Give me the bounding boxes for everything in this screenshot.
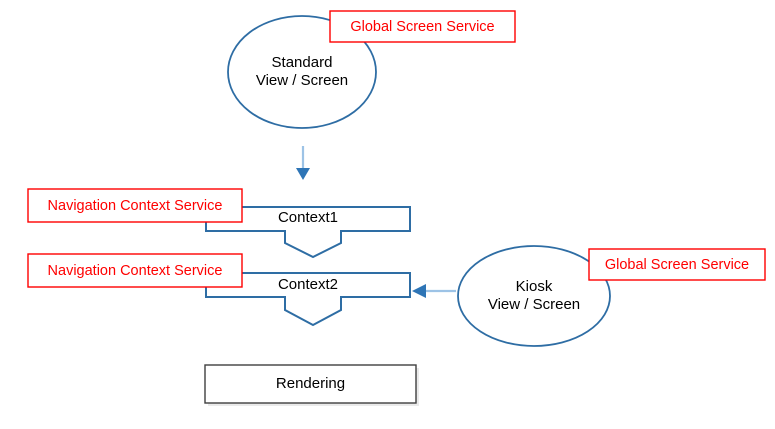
rendering-box-shape[interactable] bbox=[204, 364, 419, 406]
standard-view-screen-ellipse[interactable] bbox=[227, 15, 377, 129]
context1-shape[interactable] bbox=[205, 206, 411, 259]
navigation-context-service-1-box[interactable] bbox=[27, 188, 243, 223]
navigation-context-service-2-box[interactable] bbox=[27, 253, 243, 288]
context2-shape[interactable] bbox=[205, 272, 411, 327]
global-screen-service-bottom-box[interactable] bbox=[588, 248, 766, 281]
kiosk-view-screen-ellipse[interactable] bbox=[457, 245, 611, 347]
connector-standard-to-context1 bbox=[296, 146, 310, 180]
global-screen-service-top-box[interactable] bbox=[329, 10, 516, 43]
connector-kiosk-to-context2 bbox=[412, 284, 456, 298]
